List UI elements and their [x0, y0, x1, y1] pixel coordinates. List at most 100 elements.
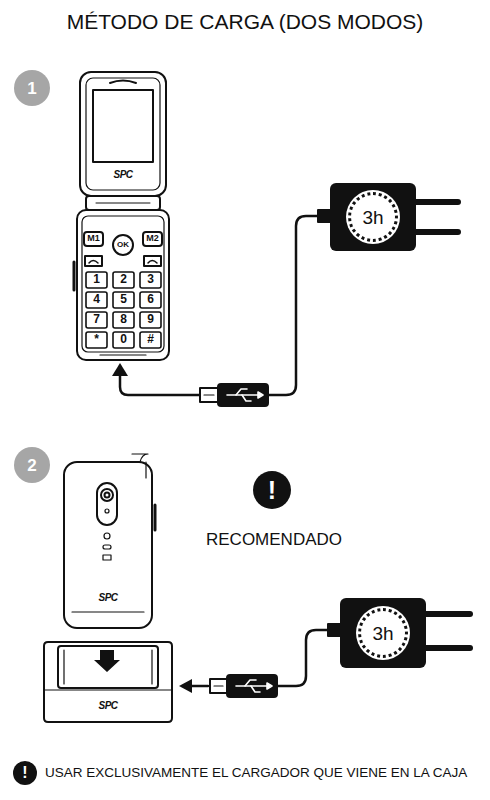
key-label: 0	[120, 333, 127, 346]
key	[140, 312, 161, 328]
key	[86, 332, 107, 348]
cable-stub	[318, 210, 330, 222]
title: MÉTODO DE CARGA (DOS MODOS)	[67, 10, 424, 33]
key-label: 8	[120, 313, 127, 326]
prong	[416, 229, 458, 235]
memory-key: M2	[146, 234, 159, 244]
brand-logo: SPC	[98, 700, 117, 711]
key-label: 6	[147, 293, 154, 306]
usb-connector	[210, 679, 227, 693]
timer-dial: 3h	[348, 192, 398, 242]
key	[86, 292, 107, 308]
warning-note: USAR EXCLUSIVAMENTE EL CARGADOR QUE VIEN…	[45, 766, 467, 781]
cable	[277, 630, 340, 686]
usb-connector	[200, 388, 218, 402]
indicator	[103, 545, 111, 549]
arrow-head	[179, 679, 192, 693]
key	[113, 272, 134, 288]
charge-time: 3h	[372, 624, 393, 643]
memory-key: M1	[87, 234, 100, 244]
key-label: 4	[93, 293, 100, 306]
earpiece	[110, 81, 136, 84]
end-key	[144, 256, 161, 266]
camera	[101, 489, 113, 501]
slot-wall	[151, 650, 152, 684]
callout-number: 2	[14, 447, 50, 483]
indicator	[104, 533, 110, 539]
step-number: 2	[27, 457, 36, 474]
key	[140, 292, 161, 308]
ok-key-ring	[113, 235, 133, 255]
usb-symbol	[227, 389, 263, 401]
warning-mark: !	[22, 765, 27, 781]
base-edge	[100, 354, 146, 355]
key	[143, 232, 162, 246]
phone-base	[77, 210, 169, 360]
hinge	[86, 196, 160, 210]
bottom-edge	[72, 611, 144, 612]
arrow-line	[190, 685, 208, 688]
prong	[426, 611, 470, 617]
charger: 3h	[330, 183, 416, 251]
key-label: #	[147, 333, 154, 346]
key-label: *	[94, 333, 99, 346]
key	[86, 272, 107, 288]
key-label: 9	[147, 313, 154, 326]
arrow-line	[120, 374, 200, 395]
warning-mark: !	[268, 478, 276, 503]
step-number: 1	[27, 80, 36, 97]
phone-closed	[64, 462, 152, 628]
key-label: 2	[120, 273, 127, 286]
call-key	[85, 256, 102, 266]
key-label: 1	[93, 273, 100, 286]
ok-key: OK	[117, 241, 129, 250]
screen	[93, 90, 153, 162]
hinge-top	[132, 454, 148, 462]
camera-strip	[97, 483, 117, 525]
cable-stub	[328, 624, 340, 636]
phone-lid	[80, 72, 166, 196]
base-inner	[82, 216, 164, 352]
timer-dial: 3h	[358, 608, 408, 658]
warning-icon: !	[13, 761, 37, 785]
cradle-slot	[58, 646, 158, 688]
end-icon	[148, 261, 157, 264]
key	[140, 332, 161, 348]
key-label: 3	[147, 273, 154, 286]
key	[113, 312, 134, 328]
cradle-edge	[44, 689, 172, 690]
insert-arrow	[94, 650, 120, 672]
warning-icon: !	[253, 471, 291, 509]
keypad	[86, 272, 161, 348]
charge-time: 3h	[362, 208, 383, 227]
brand-logo: SPC	[98, 592, 117, 603]
arrow-head	[112, 363, 128, 376]
flash	[105, 509, 109, 513]
usb-symbol	[236, 680, 272, 692]
hinge-line	[96, 203, 150, 204]
call-icon	[89, 261, 98, 264]
usb-slot	[204, 394, 214, 395]
key	[113, 332, 134, 348]
prong	[416, 199, 458, 205]
key	[140, 272, 161, 288]
brand-logo: SPC	[113, 169, 132, 180]
recommended-note: RECOMENDADO	[206, 531, 342, 550]
slot-wall	[63, 650, 64, 684]
key-label: 7	[93, 313, 100, 326]
cable	[268, 216, 330, 395]
side-button	[73, 262, 76, 290]
lid-inner	[86, 78, 160, 190]
usb-slot	[214, 685, 223, 686]
prong	[426, 645, 470, 651]
cradle	[44, 642, 172, 722]
key	[84, 232, 103, 246]
indicator	[103, 555, 111, 560]
key	[113, 292, 134, 308]
usb-plug	[218, 384, 268, 406]
side-button	[154, 505, 157, 530]
charger: 3h	[340, 598, 426, 668]
key-label: 5	[120, 293, 127, 306]
